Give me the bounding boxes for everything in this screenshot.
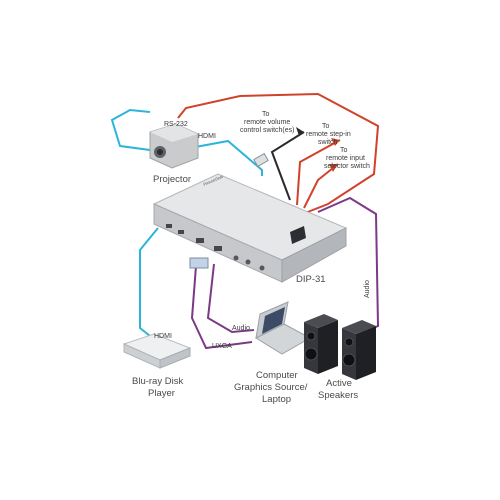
control-cable-volume xyxy=(270,131,305,201)
control-cable-stepin xyxy=(296,139,341,206)
laptop-device xyxy=(254,301,312,355)
bluray-device xyxy=(122,333,192,369)
audio-speakers-label: Audio xyxy=(364,280,371,298)
bluray-label-line2: Player xyxy=(148,388,175,399)
control-cable-selector xyxy=(303,163,339,209)
projector-label: Projector xyxy=(153,174,191,185)
uxga-cable-laptop xyxy=(190,265,253,350)
volume-arrow xyxy=(296,127,304,136)
stepin-label-line3: switch xyxy=(318,139,338,146)
control-cable-red xyxy=(177,92,380,216)
laptop-label-line1: Computer xyxy=(256,370,298,381)
projector-device xyxy=(149,123,199,169)
hdmi-bluray-label: HDMI xyxy=(154,333,172,340)
speakers-label-line2: Speakers xyxy=(318,390,358,401)
speaker-left xyxy=(304,314,338,374)
hdmi-projector-label: HDMI xyxy=(198,133,216,140)
uxga-connector-device xyxy=(189,257,209,269)
stepin-arrow xyxy=(331,138,340,146)
volume-label-line1: To xyxy=(262,111,270,118)
selector-label-line3: selector switch xyxy=(324,163,370,170)
audio-laptop-label: Audio xyxy=(232,325,250,332)
rs232-label: RS-232 xyxy=(164,121,188,128)
selector-label-line2: remote input xyxy=(326,155,365,162)
hdmi-connector-projector xyxy=(253,152,269,168)
stepin-label-line2: remote step-in xyxy=(306,131,351,138)
dip31-device: PictureGear xyxy=(152,173,348,283)
volume-label-line3: control switch(es) xyxy=(240,127,294,134)
selector-arrow xyxy=(329,164,338,172)
stepin-label-line1: To xyxy=(322,123,330,130)
audio-cable-laptop xyxy=(206,263,255,334)
bluray-label-line1: Blu-ray Disk xyxy=(132,376,183,387)
speakers-label-line1: Active xyxy=(326,378,352,389)
audio-cable-speakers xyxy=(317,196,380,335)
device-model-label: DIP-31 xyxy=(296,274,326,285)
hdmi-cable-projector xyxy=(189,139,263,176)
laptop-label-line2: Graphics Source/ xyxy=(234,382,308,393)
selector-label-line1: To xyxy=(340,147,348,154)
volume-label-line2: remote volume xyxy=(244,119,290,126)
hdmi-cable-bluray xyxy=(139,227,159,337)
rs232-cable-projector xyxy=(110,108,151,151)
speaker-right xyxy=(342,320,376,380)
laptop-label-line3: Laptop xyxy=(262,394,291,405)
uxga-label: UXGA xyxy=(212,343,232,350)
